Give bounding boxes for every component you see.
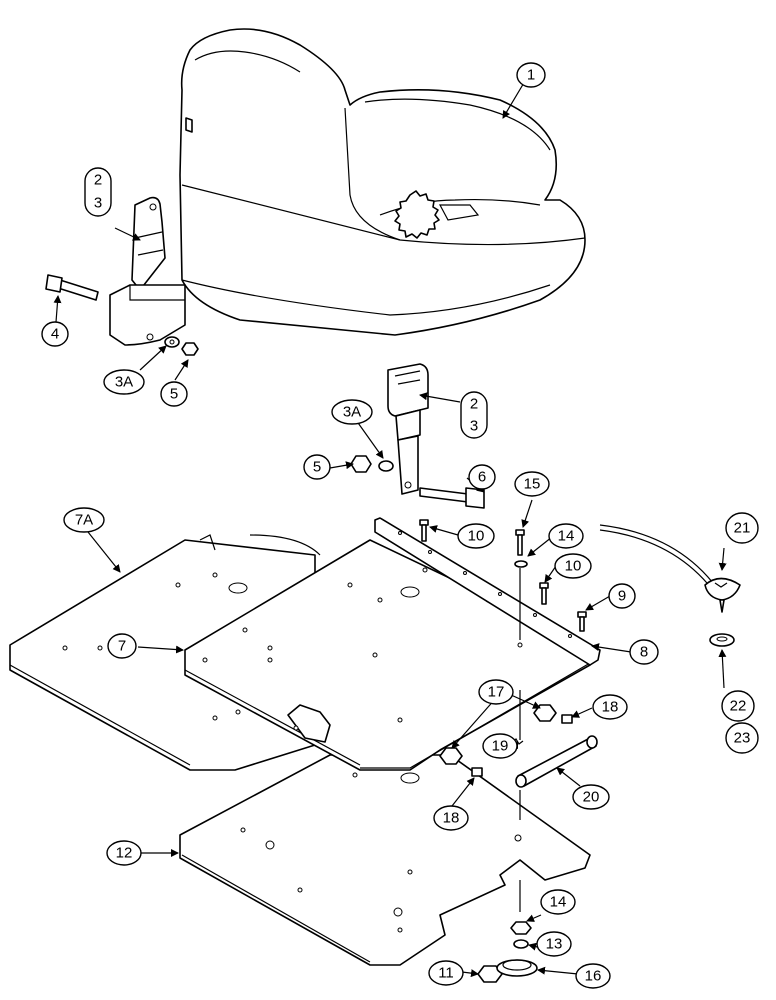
svg-text:12: 12 [116,845,133,862]
svg-text:1: 1 [527,67,535,84]
svg-text:9: 9 [618,588,626,605]
callout-15: 15 [514,471,550,497]
svg-text:17: 17 [488,684,505,701]
callout-5-left: 5 [160,381,188,407]
svg-text:2: 2 [94,172,102,189]
callout-12: 12 [106,840,142,866]
svg-text:19: 19 [492,738,509,755]
callout-10-a: 10 [457,523,495,549]
hinge-strip [374,517,601,666]
svg-text:3: 3 [470,418,478,435]
plate-12 [179,754,591,966]
left-belt-bracket [45,196,199,356]
svg-text:3: 3 [94,195,102,212]
svg-text:3A: 3A [343,404,361,421]
svg-text:23: 23 [734,730,751,747]
callout-8: 8 [629,639,659,665]
callout-13: 13 [536,931,572,957]
callout-1: 1 [516,62,546,88]
svg-text:16: 16 [585,968,602,985]
callout-10-b: 10 [554,553,592,579]
svg-text:8: 8 [640,644,648,661]
callout-2-3-right: 2 3 [460,391,488,439]
svg-text:5: 5 [170,386,178,403]
callout-20: 20 [572,784,610,810]
callout-16: 16 [575,963,611,989]
svg-text:7: 7 [118,638,126,655]
svg-text:4: 4 [51,326,59,343]
callout-21: 21 [725,512,759,544]
callout-17: 17 [478,679,514,705]
svg-text:11: 11 [438,965,454,982]
svg-text:2: 2 [470,396,478,413]
svg-text:10: 10 [565,558,582,575]
callout-3a-left: 3A [103,369,145,395]
callout-19: 19 [482,733,518,759]
callout-18-left: 18 [433,805,469,831]
callout-6: 6 [468,464,496,490]
svg-text:13: 13 [546,936,563,953]
callout-14-bottom: 14 [540,889,576,915]
svg-text:10: 10 [468,528,485,545]
svg-text:3A: 3A [115,374,133,391]
callout-11: 11 [428,960,464,986]
svg-text:15: 15 [524,476,541,493]
right-belt-buckle [350,363,485,509]
svg-text:18: 18 [443,810,460,827]
callout-18-right: 18 [592,694,628,720]
callout-7a: 7A [63,507,105,533]
callout-3a-right: 3A [331,399,373,425]
callout-22-23: 22 23 [721,690,759,754]
svg-text:14: 14 [558,528,575,545]
svg-text:22: 22 [730,698,747,715]
hardware [419,519,741,983]
callout-9: 9 [608,583,636,609]
svg-text:7A: 7A [75,512,93,529]
svg-text:6: 6 [478,469,486,486]
svg-text:20: 20 [583,789,600,806]
plate-7a [9,534,321,771]
callout-4: 4 [41,321,69,347]
callout-labels: 1 2 3 4 3A 5 2 3 3A 5 6 7A 7 8 9 10 10 1… [41,62,759,989]
svg-text:21: 21 [734,520,751,537]
svg-text:5: 5 [313,459,321,476]
callout-5-right: 5 [303,454,331,480]
callout-7: 7 [107,633,137,659]
svg-text:14: 14 [550,894,567,911]
callout-2-3-left: 2 3 [84,167,112,217]
svg-text:18: 18 [602,699,619,716]
callout-14-top: 14 [548,523,584,549]
seat-assembly [179,28,586,336]
